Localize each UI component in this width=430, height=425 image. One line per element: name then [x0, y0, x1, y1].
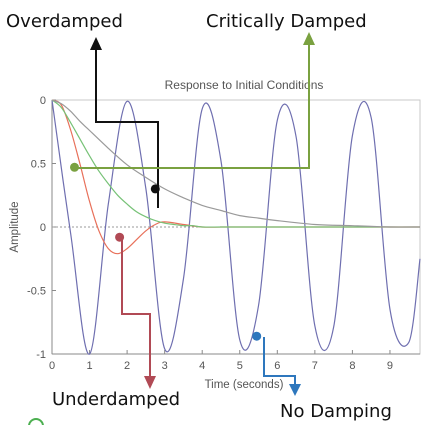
x-axis-label: Time (seconds)	[205, 379, 284, 391]
y-tick-label: 0	[40, 222, 46, 234]
x-tick-label: 7	[312, 360, 318, 372]
x-tick-label: 1	[86, 360, 92, 372]
x-tick-label: 9	[387, 360, 393, 372]
underdamped-label: Underdamped	[52, 389, 180, 410]
underdamped-leader-line	[121, 236, 151, 378]
series-line-none	[51, 99, 421, 355]
callout-underdamped: Underdamped	[52, 232, 180, 410]
critically-damped-arrow-head	[303, 32, 315, 45]
no-damping-point-marker	[252, 331, 262, 341]
critically-damped-label: Critically Damped	[206, 11, 367, 32]
y-tick-label: -1	[36, 349, 46, 361]
series-line-over	[51, 99, 421, 228]
no-damping-leader-line	[263, 337, 296, 386]
overdamped-leader-line	[95, 48, 159, 208]
x-tick-label: 5	[237, 360, 243, 372]
series-layer	[51, 99, 421, 355]
x-tick-label: 6	[274, 360, 280, 372]
y-tick-label: -0.5	[27, 286, 46, 298]
y-axis-label: Amplitude	[9, 201, 21, 252]
overdamped-label: Overdamped	[6, 11, 123, 32]
underdamped-arrow-head	[144, 376, 156, 389]
callout-no-damping: No Damping	[252, 331, 392, 422]
x-tick-label: 2	[124, 360, 130, 372]
critically-damped-point-marker	[70, 162, 79, 172]
callout-overdamped: Overdamped	[6, 11, 160, 208]
x-tick-label: 3	[162, 360, 168, 372]
y-tick-label: 0	[40, 95, 46, 107]
overdamped-arrow-head	[90, 37, 102, 50]
critically-damped-leader-line	[78, 42, 310, 169]
corner-circle-icon	[28, 418, 44, 425]
series-line-critical	[51, 99, 420, 228]
y-tick-label: 0.5	[31, 159, 46, 171]
x-tick-label: 4	[199, 360, 205, 372]
x-tick-label: 0	[49, 360, 55, 372]
no-damping-label: No Damping	[280, 401, 392, 422]
overdamped-point-marker	[150, 184, 160, 194]
callout-critically-damped: Critically Damped	[70, 11, 367, 172]
chart-title: Response to Initial Conditions	[165, 78, 324, 92]
underdamped-point-marker	[115, 232, 125, 242]
no-damping-arrow-head	[289, 384, 301, 396]
x-tick-label: 8	[349, 360, 355, 372]
